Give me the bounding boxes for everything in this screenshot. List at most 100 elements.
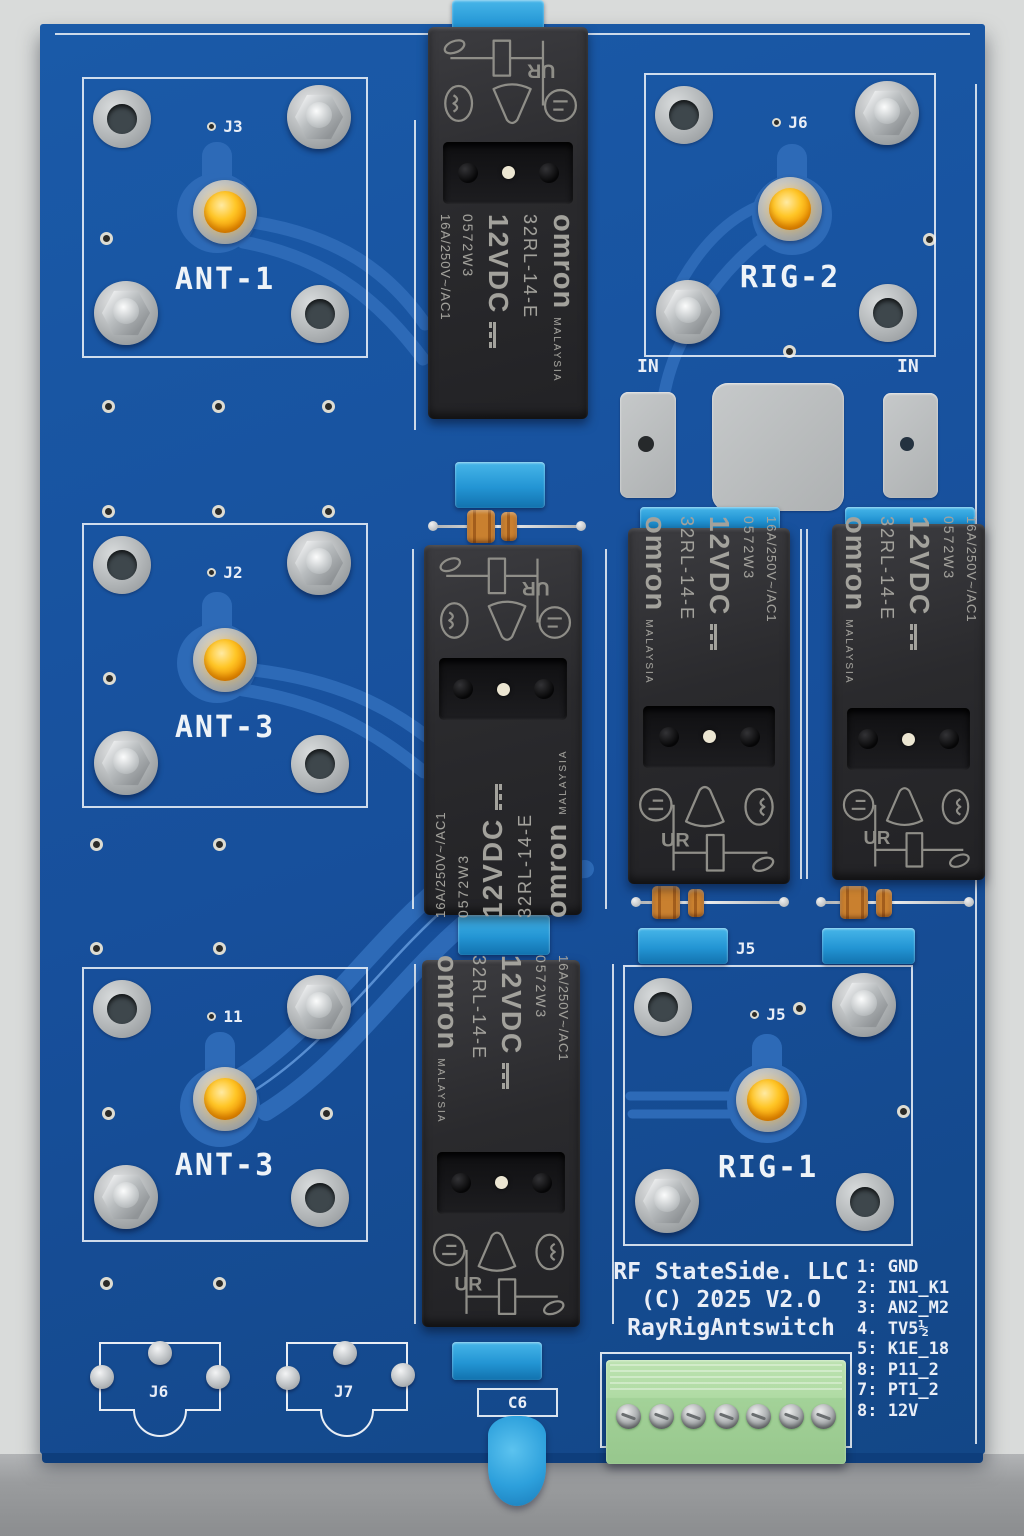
relay-markings: 16A/250V~/AC1 0572W3 12VDC 32RL-14-E omr… [424, 723, 582, 919]
port-ref: J6 [646, 113, 934, 132]
relay-test-window [443, 141, 573, 204]
maker-line: (C) 2025 V2.O [640, 1287, 821, 1313]
relay-brand: omron [838, 515, 871, 611]
maker-line: RayRigAntswitch [627, 1315, 835, 1341]
cert-mark-icon [439, 557, 462, 573]
relay-brand: omron [541, 822, 573, 919]
fp-j6-label: J6 [149, 1382, 169, 1401]
silk-line [806, 529, 808, 879]
cert-circle-icon [432, 1233, 466, 1266]
c6-label: C6 [507, 1393, 528, 1412]
pinout-row: 5: K1E_18 [857, 1339, 950, 1359]
relay-brand: omron [547, 213, 579, 310]
relay-test-window [643, 705, 775, 768]
cert-oval-icon [744, 787, 774, 826]
via [320, 1107, 333, 1120]
silk-line [800, 529, 802, 879]
pinout-row: 2: IN1_K1 [857, 1277, 950, 1298]
port-ant1: J3 ANT-1 [82, 77, 368, 358]
silk-line [414, 964, 416, 1324]
relay-test-window [847, 708, 970, 771]
pinout-legend: 1: GND 2: IN1_K1 3: AN2_M2 4. TV5½ 5: K1… [857, 1257, 949, 1421]
window-button [494, 1176, 508, 1190]
led-lens [204, 190, 246, 233]
resistor [688, 889, 704, 917]
relay-origin: MALAYSIA [551, 317, 562, 383]
led-indicator [193, 1067, 257, 1132]
relay-coil: 12VDC [704, 516, 735, 617]
cert-triangle-icon [487, 600, 527, 641]
window-dot [531, 1172, 552, 1193]
relay-model: 32RL-14-E [677, 516, 697, 622]
led-indicator [193, 179, 257, 244]
cert-triangle-icon [477, 1231, 517, 1272]
terminal-screw [616, 1404, 641, 1429]
cert-circle-icon [538, 606, 572, 639]
silk-line [612, 964, 614, 1324]
resistor [652, 886, 680, 919]
relay-model: 32RL-14-E [520, 213, 540, 319]
port-ref: J2 [84, 563, 366, 582]
pad-hole [900, 437, 914, 451]
window-button [501, 166, 515, 180]
terminal-screw [746, 1404, 771, 1429]
cert-mark-icon [542, 1299, 565, 1315]
led-lens [204, 1078, 246, 1121]
pcb-board: IN IN J3 ANT-1 J2 ANT-3 [40, 0, 985, 1506]
terminal-screw [648, 1404, 674, 1429]
via [212, 400, 225, 413]
resistor [467, 510, 495, 543]
via [103, 672, 116, 685]
port-ref: 11 [84, 1007, 366, 1026]
silk-line [412, 549, 414, 909]
cert-oval-icon [535, 1233, 564, 1270]
relay-code: 0572W3 [460, 213, 476, 279]
plated-hole [291, 1169, 349, 1227]
via [213, 838, 226, 851]
hex-bolt [94, 1165, 158, 1229]
port-rig2: J6 RIG-2 [644, 73, 936, 357]
led-lens [747, 1078, 789, 1121]
relay-code: 0572W3 [533, 955, 549, 1020]
port-label: ANT-3 [174, 710, 276, 746]
connector-tab [640, 507, 780, 531]
window-button [496, 682, 510, 696]
hex-bolt [635, 1169, 699, 1233]
port-label: ANT-3 [174, 1147, 276, 1183]
connector-tab [638, 928, 728, 964]
hex-bolt [656, 280, 720, 344]
window-dot [450, 1172, 471, 1193]
via [322, 505, 335, 518]
hex-bolt [287, 531, 351, 595]
solder-blob [276, 1366, 300, 1390]
via [90, 942, 103, 955]
j5-silk-label: J5 [736, 939, 756, 958]
via [207, 1012, 217, 1021]
relay-right-a: 16A/250V~/AC1 0572W3 12VDC 32RL-14-E omr… [628, 516, 790, 884]
maker-line: RF StateSide. LLC [613, 1259, 849, 1285]
hex-bolt [94, 281, 158, 345]
board-copyright: RF StateSide. LLC (C) 2025 V2.O RayRigAn… [588, 1258, 874, 1342]
via [102, 1107, 115, 1120]
relay-model: 32RL-14-E [515, 813, 535, 919]
solder-blob [90, 1365, 114, 1389]
pinout-row: 3: AN2_M2 [857, 1298, 950, 1318]
relay-origin: MALAYSIA [435, 1058, 446, 1124]
dc-symbol-icon [909, 623, 917, 650]
ul-mark-icon: UR [522, 577, 550, 598]
solder-blob [148, 1341, 172, 1365]
silk-line [414, 120, 416, 430]
relay-brand: omron [431, 955, 463, 1051]
silk-line [605, 549, 607, 909]
relay-rating: 16A/250V~/AC1 [963, 515, 979, 623]
resistor-lead [816, 897, 974, 907]
relay-coil: 12VDC [496, 955, 527, 1056]
window-dot [538, 162, 559, 183]
via [213, 1277, 226, 1290]
relay-brand: omron [639, 516, 671, 612]
relay-code: 0572W3 [940, 515, 957, 580]
via [102, 505, 115, 518]
via [100, 232, 113, 245]
